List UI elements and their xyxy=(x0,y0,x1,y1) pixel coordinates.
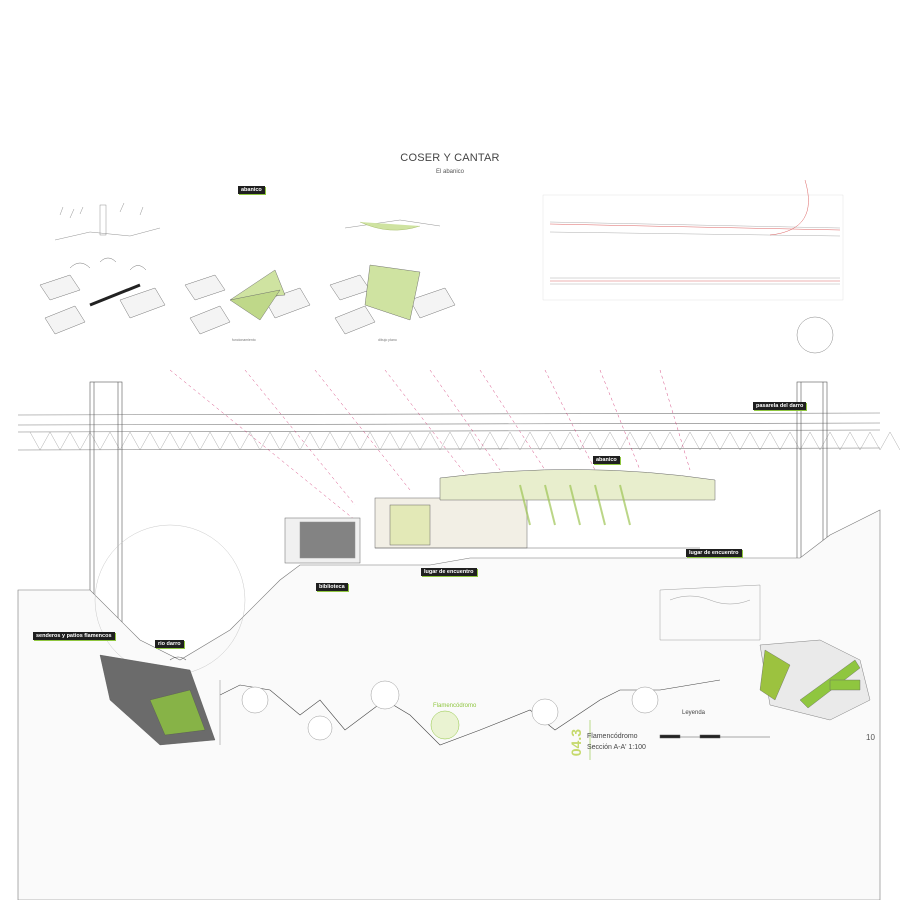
aerial-view xyxy=(99,654,216,746)
interior-sketch xyxy=(659,584,761,641)
route-circles xyxy=(241,680,659,741)
sheet-code: 04.3 xyxy=(568,729,584,757)
sheet-name: Flamencódromo xyxy=(587,733,638,740)
label-biblioteca: biblioteca xyxy=(316,583,348,591)
label-lugar-encuentro-2: lugar de encuentro xyxy=(421,568,477,576)
page-title: COSER Y CANTAR xyxy=(400,152,500,164)
main-building xyxy=(374,469,716,549)
label-lugar-encuentro-1: lugar de encuentro xyxy=(686,549,742,557)
sheet-scale: Sección A-A' 1:100 xyxy=(587,744,646,751)
sketch-top-1 xyxy=(54,202,161,241)
axonometric-sketch-1 xyxy=(39,257,166,335)
label-rio: rio darro xyxy=(155,640,184,648)
structure-section-top xyxy=(542,179,844,301)
library-block xyxy=(284,517,361,564)
caption-sketch-3: dibujo plano xyxy=(378,338,397,342)
route-profile xyxy=(219,679,721,746)
detail-circle xyxy=(796,316,834,354)
axonometric-sketch-2 xyxy=(184,269,311,335)
label-senderos: senderos y patios flamencos xyxy=(33,632,115,640)
caption-sketch-2: funcionamiento xyxy=(232,338,256,342)
site-plan xyxy=(759,639,871,721)
sun-rays xyxy=(169,369,691,521)
page-number: 10 xyxy=(866,733,875,742)
legend-title: Leyenda xyxy=(682,710,706,716)
page-subtitle: El abanico xyxy=(435,169,465,175)
axonometric-sketch-3 xyxy=(329,264,456,335)
bridge xyxy=(17,412,900,451)
label-abanico-top: abanico xyxy=(238,186,265,194)
legend-scale xyxy=(659,734,770,739)
label-abanico: abanico xyxy=(593,456,620,464)
sketch-top-3 xyxy=(344,219,441,231)
route-label-flamencodromo: Flamencódromo xyxy=(433,703,477,709)
label-pasarela: pasarela del darro xyxy=(753,402,807,410)
